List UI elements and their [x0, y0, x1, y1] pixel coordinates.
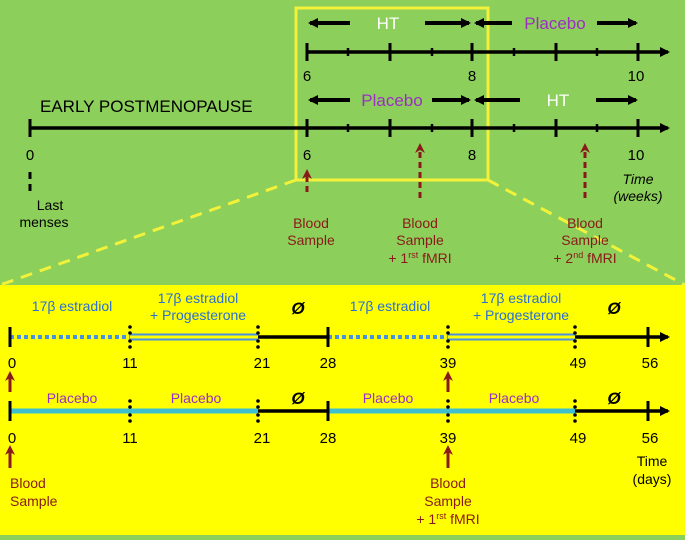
bottom-row1-washout-a: Ø [291, 299, 305, 318]
bottom-row2-tick-49: 49 [570, 430, 587, 447]
zoom-connector-left [0, 178, 297, 287]
bottom-row2-tick-0: 0 [8, 430, 16, 447]
bottom-row1-dotted-markers [128, 325, 577, 349]
top-row1-tick-10: 10 [628, 68, 645, 85]
bottom-annotation-day0-line1: Blood [10, 475, 46, 491]
row1-placebo-label: Placebo [524, 14, 585, 33]
annotation-fmri2-line1: Blood [567, 215, 603, 231]
bottom-row1-tick-11: 11 [122, 355, 138, 372]
top-row2-tick-8: 8 [468, 147, 476, 164]
time-days-label-2: (days) [633, 471, 672, 487]
bottom-row1-phase-estradiol-b: 17β estradiol [350, 298, 430, 314]
time-days-label-1: Time [637, 453, 668, 469]
last-menses-label-1: Last [37, 197, 64, 213]
bottom-row2-dotted-markers [128, 399, 577, 423]
annotation-fmri2-line2: Sample [561, 232, 609, 248]
top-row1-minor-ticks [346, 48, 599, 56]
last-menses-label-2: menses [19, 214, 68, 230]
bottom-row2-tick-21: 21 [254, 430, 271, 447]
bottom-row2-washout-a: Ø [291, 389, 305, 408]
annotation-fmri1-line2: Sample [396, 232, 444, 248]
bottom-row2-tick-11: 11 [122, 430, 138, 447]
bottom-annotation-day39-line3: + 1rst fMRI [416, 511, 479, 527]
top-row1-ticks [305, 43, 640, 61]
top-row2-tick-0: 0 [26, 147, 34, 164]
top-row2-ticks [28, 119, 640, 137]
bottom-row1-tick-39: 39 [440, 355, 457, 372]
bottom-row2-washout-b: Ø [607, 389, 621, 408]
row2-ht-label: HT [547, 91, 570, 110]
time-weeks-label-2: (weeks) [613, 188, 662, 204]
top-row1-tick-6: 6 [303, 68, 311, 85]
bottom-row2-tick-39: 39 [440, 430, 457, 447]
bottom-row1-tick-21: 21 [254, 355, 271, 372]
bottom-row1-tick-0: 0 [8, 355, 16, 372]
annotation-fmri1-line3: + 1rst fMRI [388, 250, 451, 266]
top-row2-tick-6: 6 [303, 147, 311, 164]
bottom-row1-phase-estradiol-prog-a-1: 17β estradiol [158, 290, 238, 306]
row2-placebo-label: Placebo [361, 91, 422, 110]
bottom-row1-washout-b: Ø [607, 299, 621, 318]
bottom-row1-phase-estradiol-prog-b-2: + Progesterone [473, 307, 569, 323]
bottom-row2-tick-56: 56 [642, 430, 659, 447]
annotation-week6-line1: Blood [293, 215, 329, 231]
bottom-row2-phase-placebo-a: Placebo [47, 390, 98, 406]
top-row2-minor-ticks [346, 124, 599, 132]
bottom-row2-phase-placebo-b: Placebo [171, 390, 222, 406]
top-row2-tick-10: 10 [628, 147, 645, 164]
highlight-box [294, 6, 490, 182]
bottom-row1-tick-49: 49 [570, 355, 587, 372]
top-row1-tick-8: 8 [468, 68, 476, 85]
annotation-fmri2-line3: + 2nd fMRI [553, 250, 616, 266]
bottom-row2-ticks [8, 401, 650, 421]
annotation-week6-line2: Sample [287, 232, 335, 248]
bottom-annotation-day39-line2: Sample [424, 493, 472, 509]
bottom-row1-phase-estradiol-prog-a-2: + Progesterone [150, 307, 246, 323]
bottom-annotation-day0-line2: Sample [10, 493, 58, 509]
bottom-row1-phase-estradiol-a: 17β estradiol [32, 298, 112, 314]
annotation-fmri1-line1: Blood [402, 215, 438, 231]
bottom-annotation-day39-line1: Blood [430, 475, 466, 491]
bottom-row2-phase-placebo-d: Placebo [489, 390, 540, 406]
top-panel-background [0, 0, 685, 285]
early-postmenopause-label: EARLY POSTMENOPAUSE [40, 97, 253, 116]
row1-ht-label: HT [377, 14, 400, 33]
bottom-row1-phase-estradiol-prog-b-1: 17β estradiol [481, 290, 561, 306]
bottom-row2-phase-placebo-c: Placebo [363, 390, 414, 406]
zoom-connector-right [487, 178, 685, 287]
bottom-row1-tick-28: 28 [320, 355, 337, 372]
bottom-row1-tick-56: 56 [642, 355, 659, 372]
time-weeks-label-1: Time [623, 171, 654, 187]
bottom-row2-tick-28: 28 [320, 430, 337, 447]
bottom-row1-ticks [8, 327, 650, 347]
